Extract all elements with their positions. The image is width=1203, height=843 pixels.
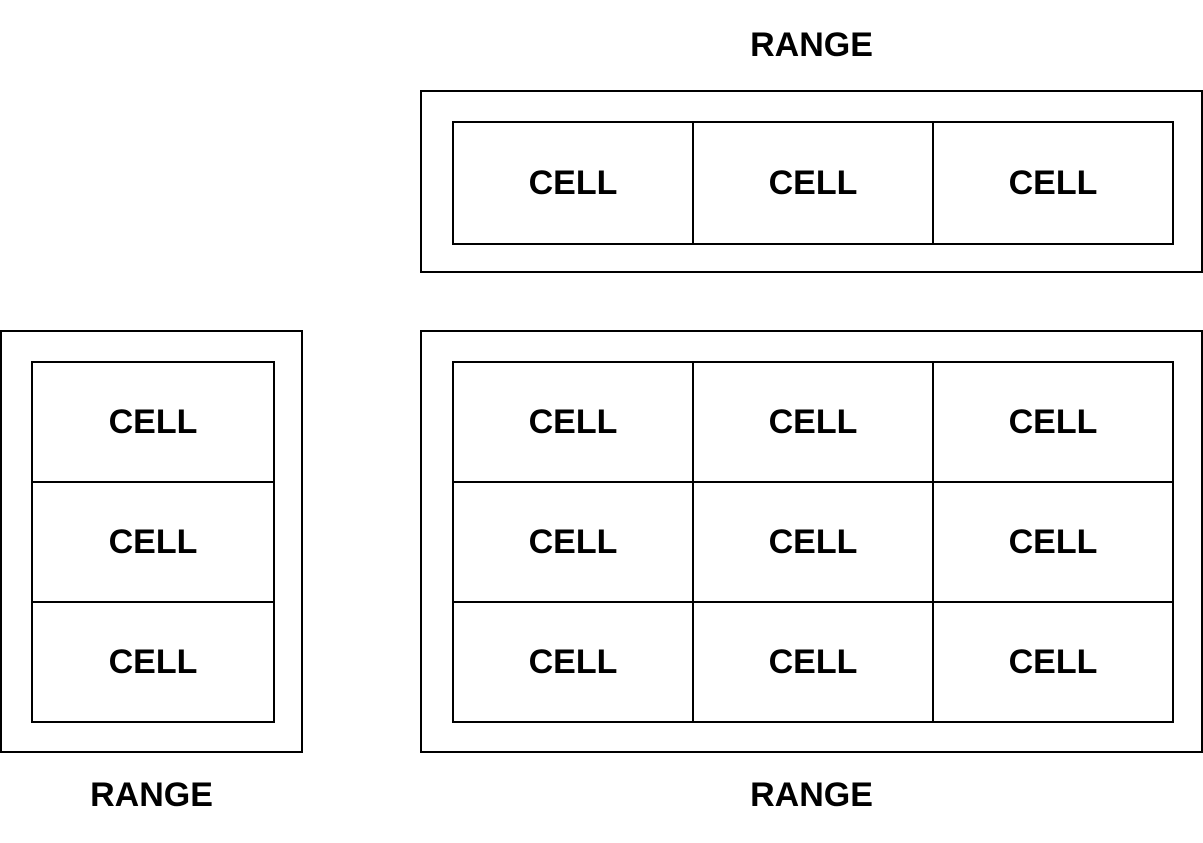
range-box-grid: CELL CELL CELL CELL CELL CELL CELL CELL …	[420, 330, 1203, 753]
cell: CELL	[452, 121, 694, 245]
cell-grid-top: CELL CELL CELL	[452, 121, 1174, 245]
range-box-top: CELL CELL CELL	[420, 90, 1203, 273]
cell: CELL	[31, 601, 275, 723]
cell: CELL	[452, 601, 694, 723]
cell: CELL	[452, 361, 694, 483]
cell: CELL	[452, 481, 694, 603]
cell: CELL	[31, 481, 275, 603]
cell: CELL	[692, 601, 934, 723]
cell-grid-left: CELL CELL CELL	[31, 361, 275, 723]
cell-grid-3x3: CELL CELL CELL CELL CELL CELL CELL CELL …	[452, 361, 1174, 723]
cell: CELL	[692, 121, 934, 245]
cell: CELL	[692, 361, 934, 483]
range-box-left: CELL CELL CELL	[0, 330, 303, 753]
cell: CELL	[932, 481, 1174, 603]
range-label-top: RANGE	[750, 26, 873, 64]
range-label-grid: RANGE	[750, 776, 873, 814]
cell: CELL	[31, 361, 275, 483]
cell: CELL	[932, 361, 1174, 483]
range-label-left: RANGE	[90, 776, 213, 814]
cell: CELL	[932, 601, 1174, 723]
cell: CELL	[692, 481, 934, 603]
cell: CELL	[932, 121, 1174, 245]
